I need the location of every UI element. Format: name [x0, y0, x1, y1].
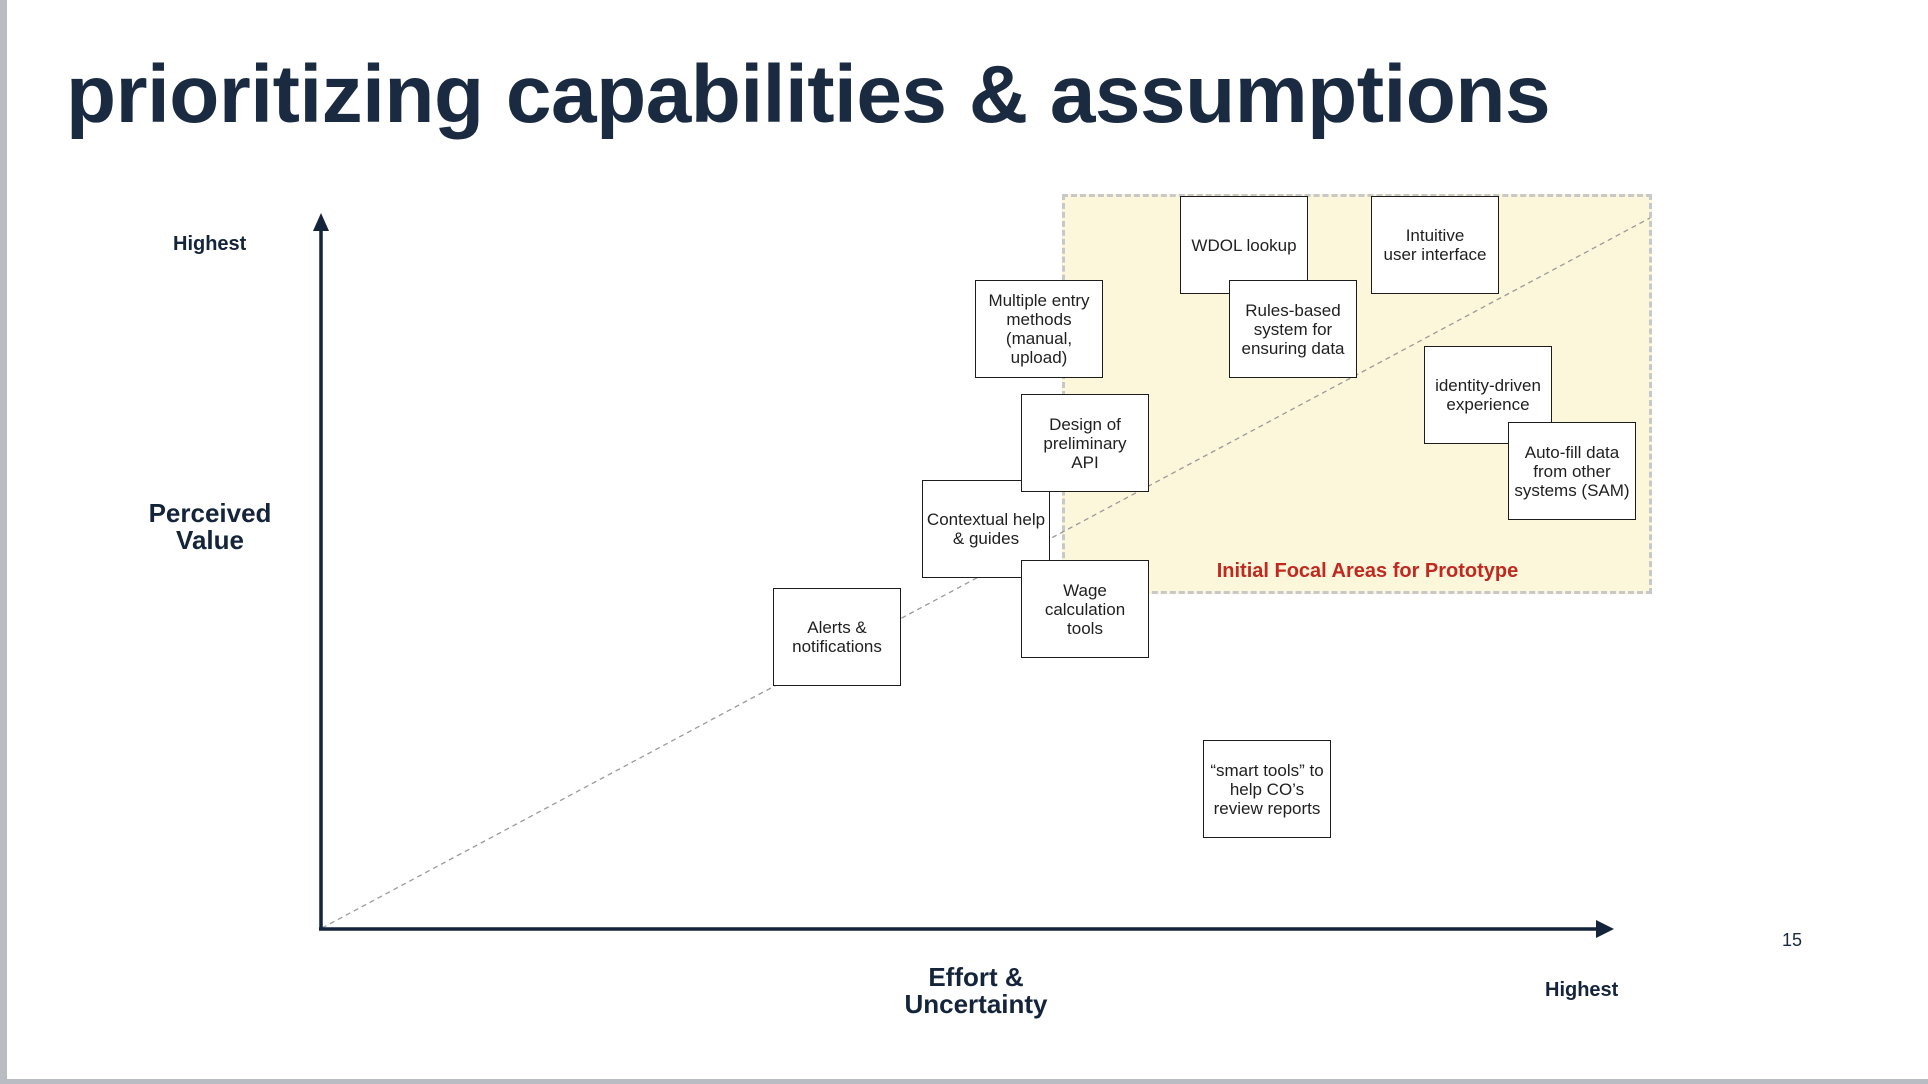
item-rules-based-system: Rules-based system for ensuring data — [1229, 280, 1357, 378]
x-axis-arrow — [1596, 920, 1614, 938]
focal-area-label: Initial Focal Areas for Prototype — [1216, 560, 1519, 582]
slide-frame-bottom — [0, 1079, 1928, 1084]
y-axis-arrow — [313, 213, 329, 231]
focal-area-region — [1062, 194, 1652, 594]
slide-frame-left — [0, 0, 7, 1084]
item-alerts-notifications: Alerts & notifications — [773, 588, 901, 686]
x-axis-highest-label: Highest — [1545, 979, 1619, 1001]
item-preliminary-api: Design of preliminary API — [1021, 394, 1149, 492]
item-autofill-data: Auto-fill data from other systems (SAM) — [1508, 422, 1636, 520]
y-axis-highest-label: Highest — [173, 233, 247, 255]
item-wdol-lookup: WDOL lookup — [1180, 196, 1308, 294]
item-smart-tools: “smart tools” to help CO’s review report… — [1203, 740, 1331, 838]
x-axis-title: Effort & Uncertainty — [904, 962, 1048, 1019]
slide-title: prioritizing capabilities & assumptions — [66, 49, 1551, 140]
y-axis-title: Perceived Value — [148, 498, 272, 555]
diagonal-reference-line — [321, 217, 1651, 929]
item-multiple-entry-methods: Multiple entry methods (manual, upload) — [975, 280, 1103, 378]
item-wage-calculation: Wage calculation tools — [1021, 560, 1149, 658]
page-number: 15 — [1782, 930, 1803, 950]
item-intuitive-ui: Intuitive user interface — [1371, 196, 1499, 294]
